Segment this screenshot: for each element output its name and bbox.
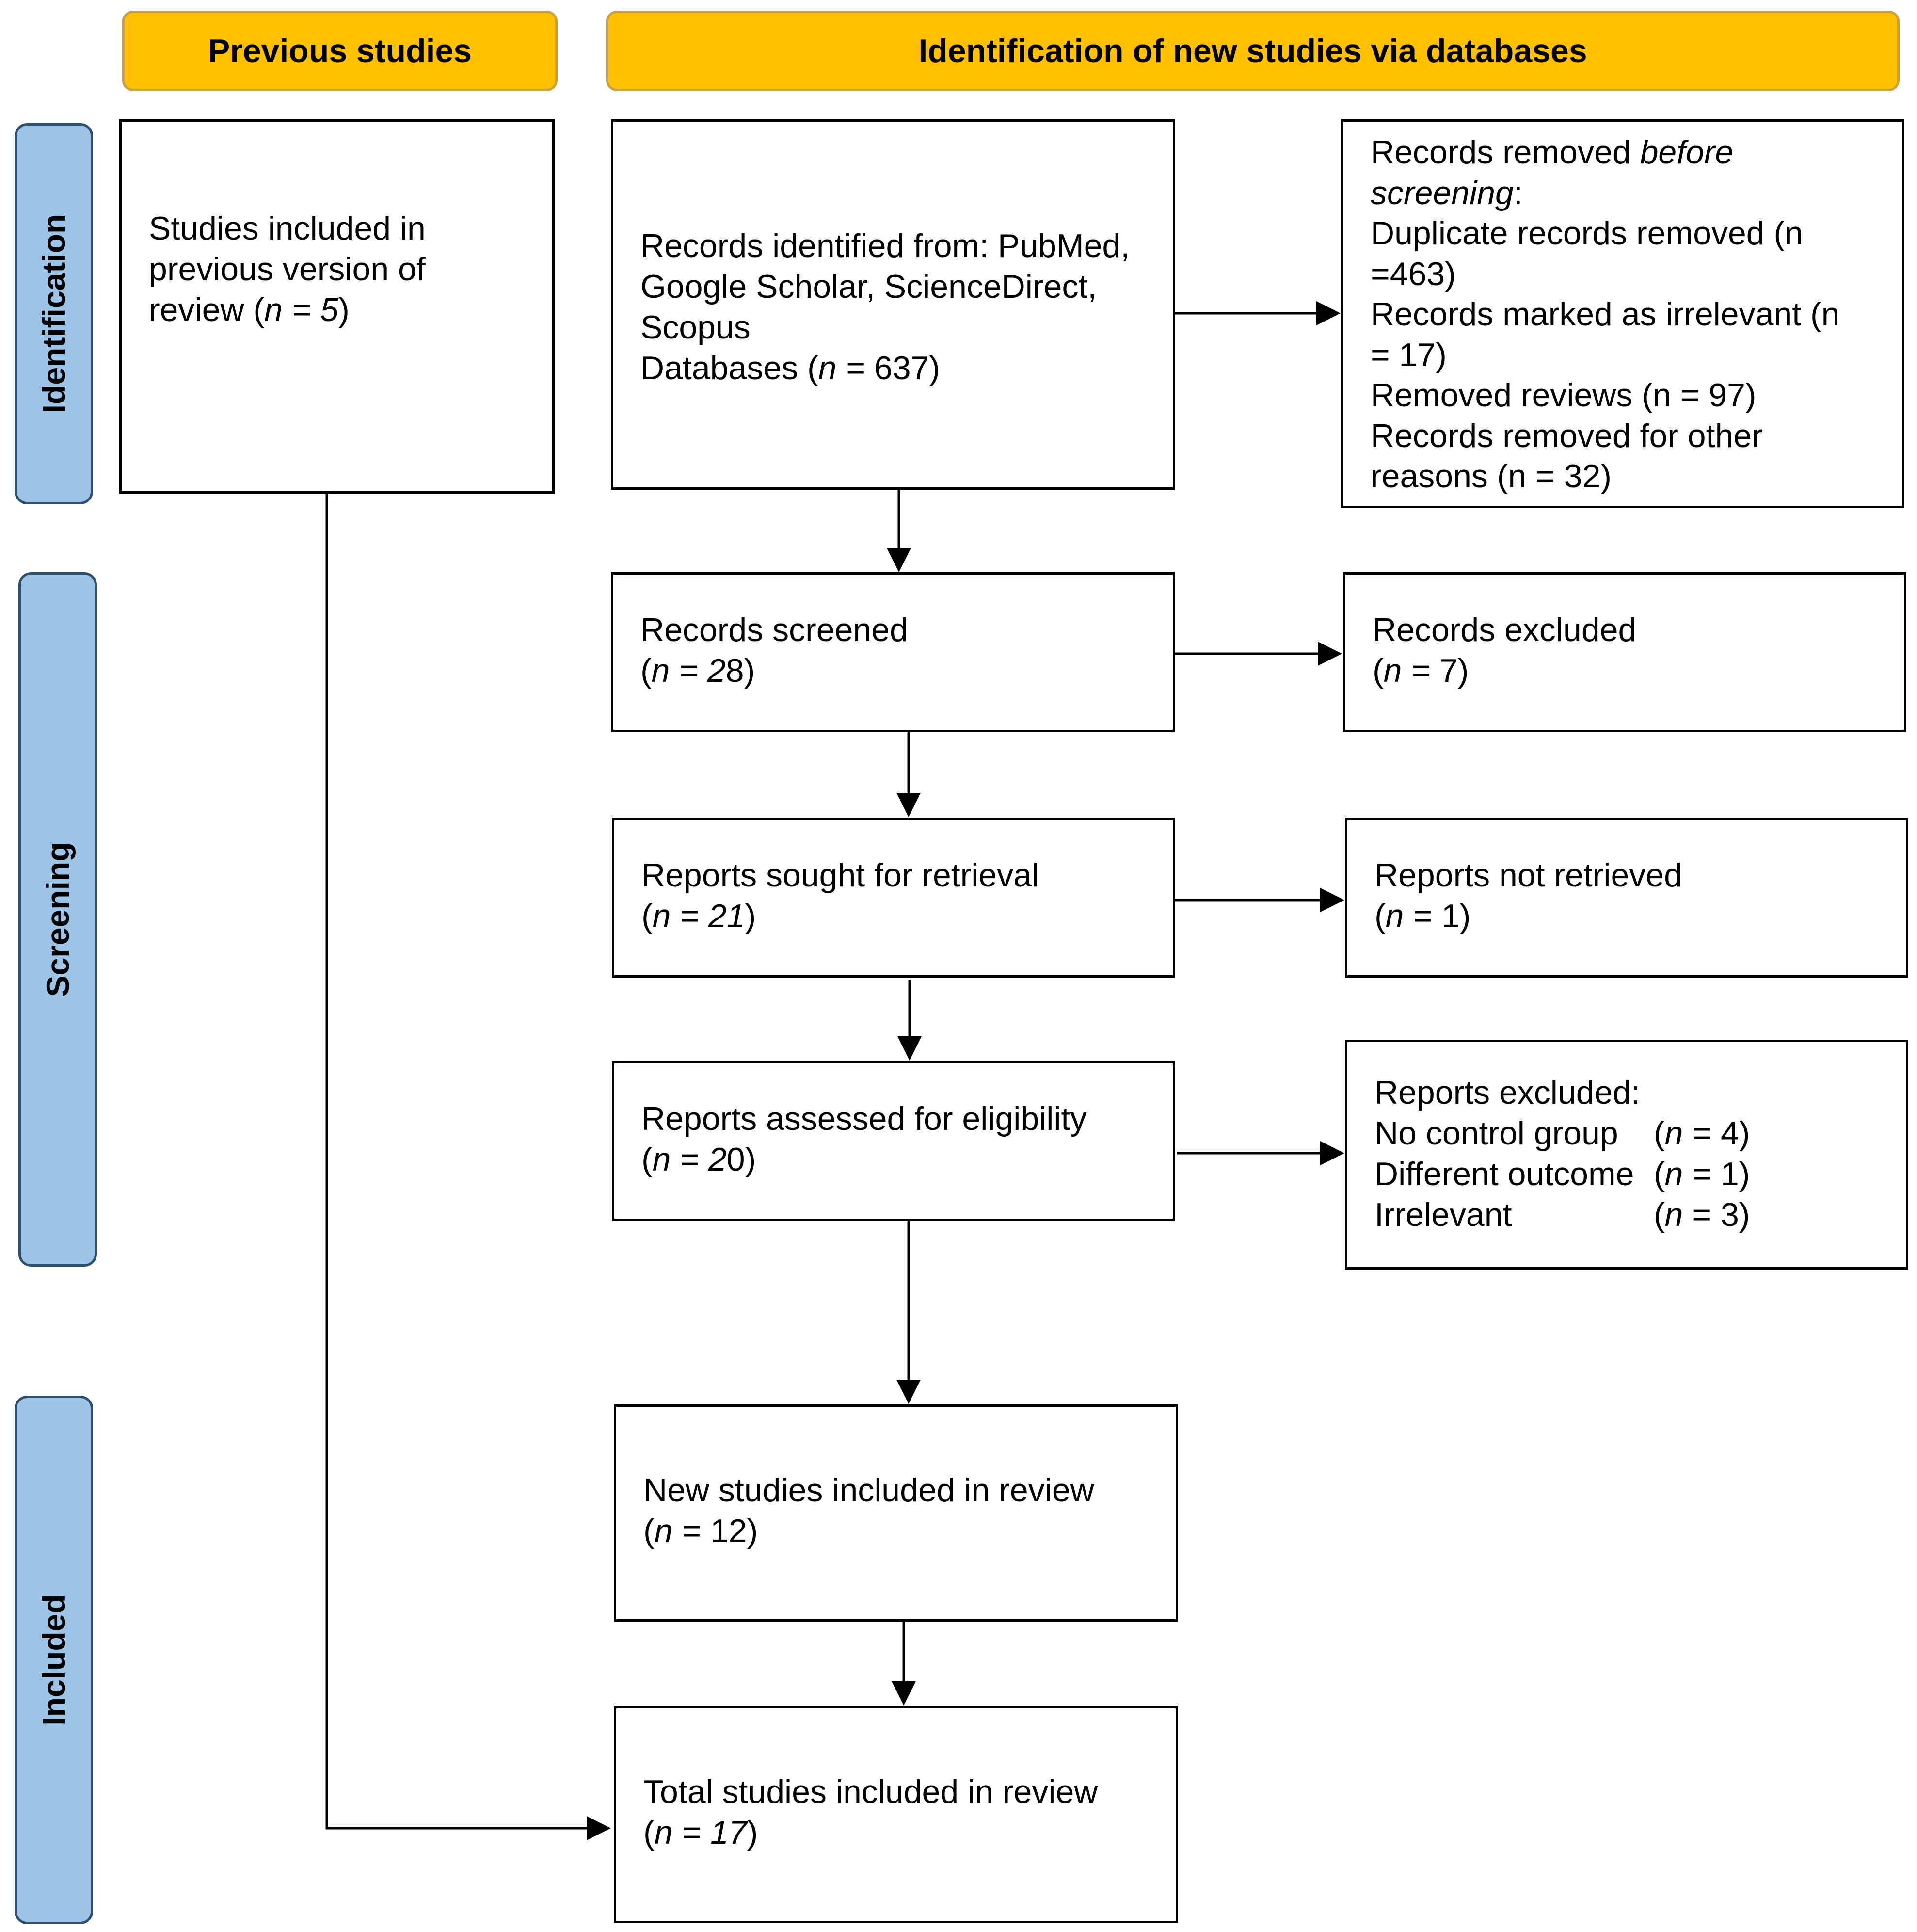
removed-line3: Duplicate records removed (n [1371,215,1803,252]
previous-line1: Studies included in [149,210,426,247]
box-records-excluded: Records excluded (n = 7) [1343,572,1906,732]
box-new-studies-included: New studies included in review (n = 12) [614,1404,1178,1622]
new-included-line1: New studies included in review [643,1472,1094,1509]
removed-line4: =463) [1371,255,1456,292]
removed-line5: Records marked as irrelevant (n [1371,296,1840,333]
box-records-screened: Records screened (n = 28) [611,572,1175,732]
screened-line1: Records screened [640,612,908,648]
new-included-count: (n = 12) [643,1513,758,1549]
header-previous-label: Previous studies [208,32,472,69]
identified-line1: Records identified from: PubMed, [640,227,1130,264]
removed-line2: screening: [1371,174,1523,211]
sought-count: (n = 21) [641,898,756,934]
box-reports-sought: Reports sought for retrieval (n = 21) [612,818,1175,978]
excluded-count: (n = 7) [1373,652,1469,689]
reason-irrelevant: Irrelevant(n = 3) [1374,1196,1750,1233]
excluded-line1: Records excluded [1373,612,1637,648]
previous-line3: review (n = 5) [149,291,350,328]
header-new-studies: Identification of new studies via databa… [606,11,1900,91]
not-retrieved-count: (n = 1) [1374,898,1471,934]
removed-line8: Records removed for other [1371,417,1763,454]
removed-line7: Removed reviews (n = 97) [1371,377,1757,414]
box-total-studies-included: Total studies included in review (n = 17… [614,1706,1178,1923]
total-count: (n = 17) [643,1814,758,1851]
box-records-removed: Records removed before screening: Duplic… [1341,119,1904,508]
phase-included: Included [15,1396,93,1924]
removed-line9: reasons (n = 32) [1371,458,1612,495]
not-retrieved-line1: Reports not retrieved [1374,857,1682,894]
box-records-identified: Records identified from: PubMed, Google … [611,119,1175,490]
eligibility-line1: Reports assessed for eligibility [641,1100,1087,1137]
previous-line2: previous version of [149,251,426,288]
reports-excluded-title: Reports excluded: [1374,1074,1641,1111]
box-previous-studies: Studies included in previous version of … [119,119,555,494]
box-reports-eligibility: Reports assessed for eligibility (n = 20… [612,1061,1175,1221]
header-new-label: Identification of new studies via databa… [918,32,1587,69]
sought-line1: Reports sought for retrieval [641,857,1039,894]
reason-no-control-group: No control group(n = 4) [1374,1115,1750,1152]
identified-line2: Google Scholar, ScienceDirect, [640,268,1097,305]
arrow-previous-to-total [325,492,611,1840]
screened-count: (n = 28) [640,652,755,689]
box-reports-excluded: Reports excluded: No control group(n = 4… [1345,1040,1908,1270]
identified-line4: Databases (n = 637) [640,350,941,386]
header-previous-studies: Previous studies [122,11,558,91]
removed-line6: = 17) [1371,336,1447,373]
removed-line1: Records removed before [1371,134,1734,171]
eligibility-count: (n = 20) [641,1141,756,1178]
reason-different-outcome: Different outcome(n = 1) [1374,1156,1750,1192]
total-line1: Total studies included in review [643,1773,1098,1810]
phase-screening: Screening [18,572,97,1267]
box-reports-not-retrieved: Reports not retrieved (n = 1) [1345,818,1908,978]
identified-line3: Scopus [640,309,751,346]
phase-identification: Identification [15,123,93,504]
